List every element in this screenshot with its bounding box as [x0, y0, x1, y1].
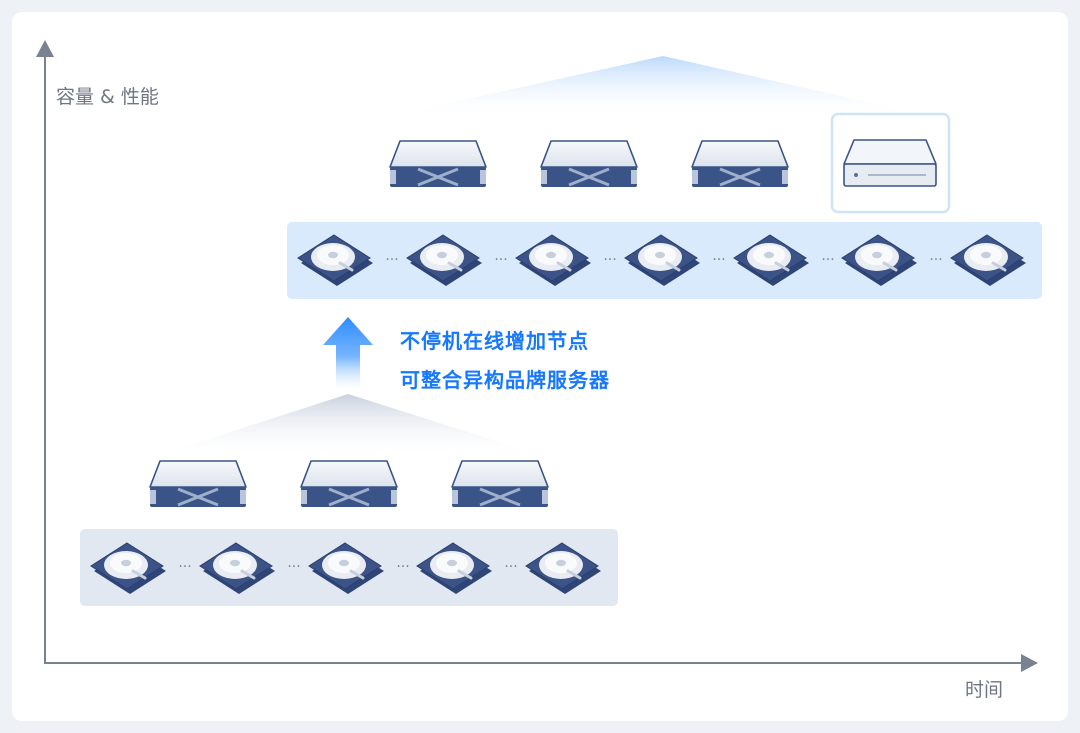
- axes: [36, 40, 1038, 672]
- x-axis-label: 时间: [965, 679, 1004, 701]
- top-light-beam: [382, 56, 938, 118]
- ellipsis: ···: [712, 252, 725, 268]
- ellipsis: ···: [821, 252, 834, 268]
- server-icon: [690, 139, 790, 189]
- ellipsis: ···: [385, 252, 398, 268]
- y-axis-label: 容量 & 性能: [56, 86, 159, 108]
- bottom-light-beam: [150, 394, 550, 458]
- after-server-row: [388, 112, 951, 214]
- annotation-line-2: 可整合异构品牌服务器: [400, 368, 610, 392]
- heterogeneous-server-icon: [843, 139, 937, 187]
- ellipsis: ···: [929, 252, 942, 268]
- server-icon: [148, 459, 248, 509]
- server-icon: [388, 139, 488, 189]
- ellipsis: ···: [287, 559, 300, 575]
- before-server-row: [148, 459, 550, 509]
- y-axis-arrow-icon: [36, 40, 54, 57]
- ellipsis: ···: [396, 559, 409, 575]
- ellipsis: ···: [504, 559, 517, 575]
- server-icon: [450, 459, 550, 509]
- server-icon: [299, 459, 399, 509]
- ellipsis: ···: [494, 252, 507, 268]
- ellipsis: ···: [603, 252, 616, 268]
- server-icon: [539, 139, 639, 189]
- ellipsis: ···: [178, 559, 191, 575]
- scale-up-arrow-icon: [323, 317, 373, 390]
- annotation-line-1: 不停机在线增加节点: [400, 329, 589, 353]
- x-axis-arrow-icon: [1021, 654, 1038, 672]
